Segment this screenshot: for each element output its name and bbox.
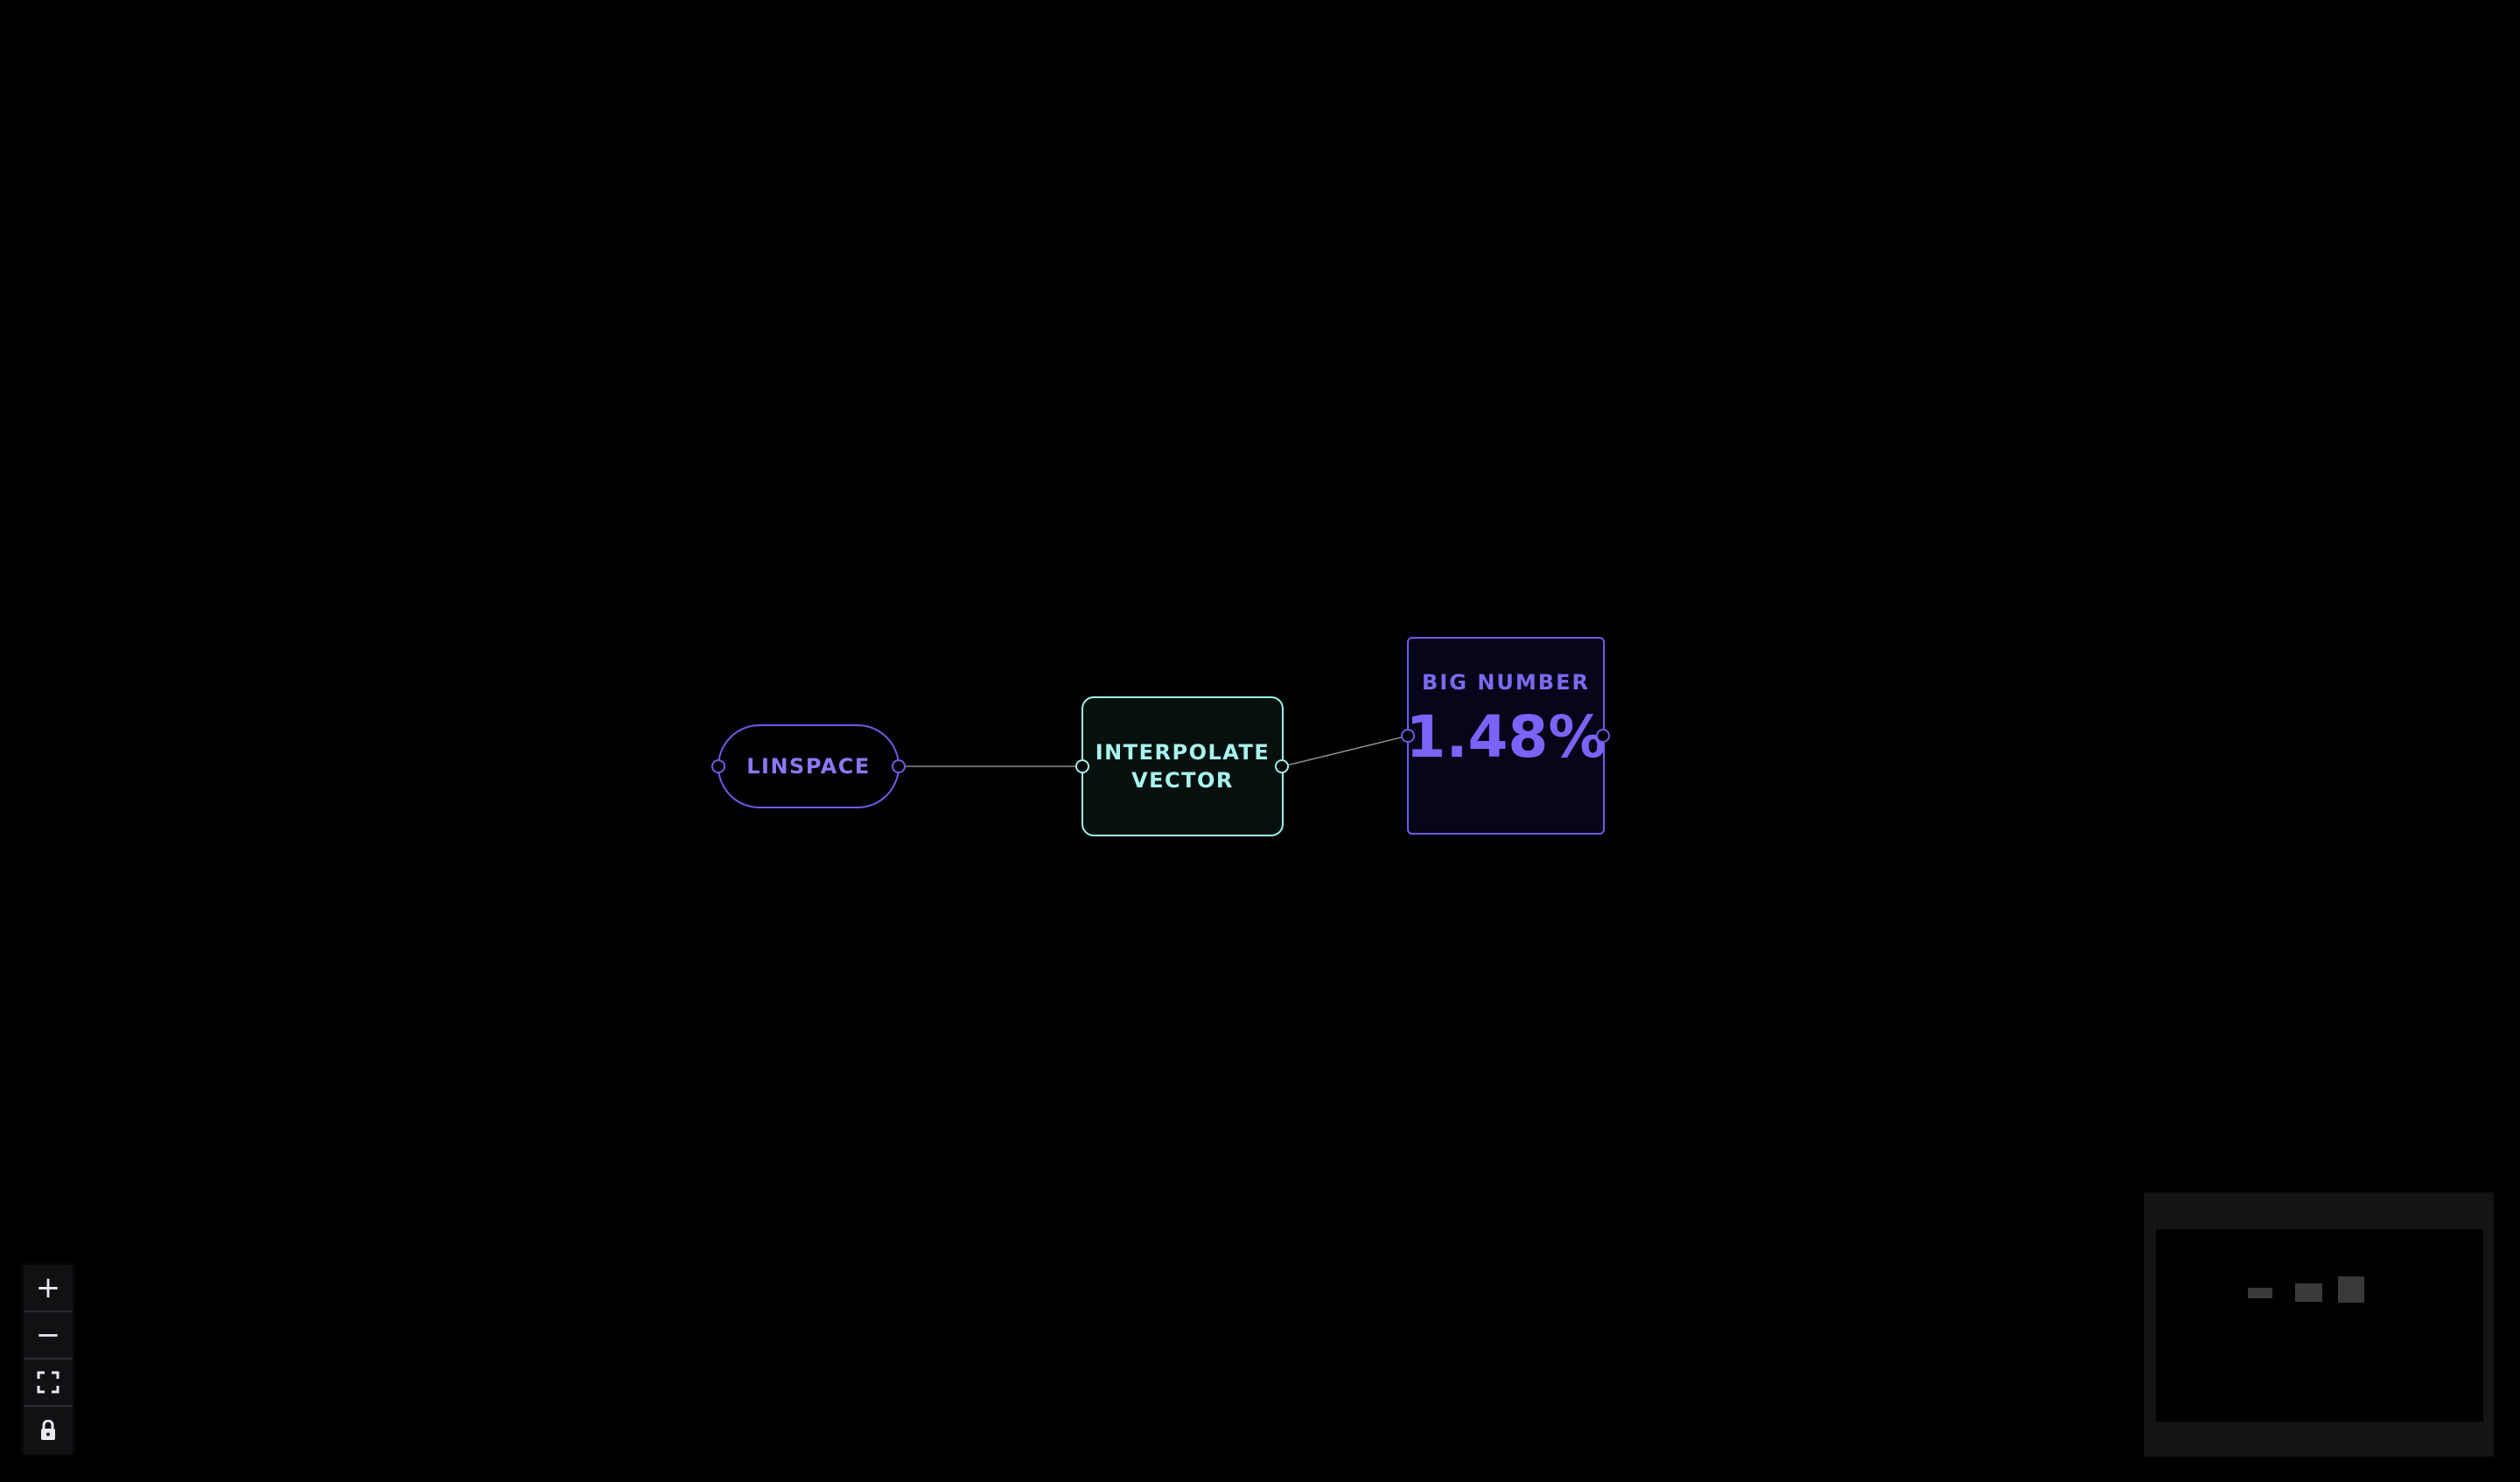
node-big-number[interactable]: BIG NUMBER 1.48% [1405,637,1606,835]
node-interpolate-label-line1: INTERPOLATE [1095,740,1270,765]
zoom-out-button[interactable]: − [24,1312,73,1360]
minimap-node-interpolate [2295,1283,2322,1302]
plus-icon: + [35,1270,61,1305]
lock-icon [41,1420,55,1440]
zoom-in-button[interactable]: + [24,1265,73,1312]
node-interpolate-vector[interactable]: INTERPOLATE VECTOR [1082,696,1284,836]
fit-view-button[interactable] [24,1360,73,1407]
node-linspace[interactable]: LINSPACE [718,724,900,808]
linspace-input-handle[interactable] [711,759,725,773]
big-number-value: 1.48% [1405,703,1606,771]
minimap[interactable] [2144,1192,2494,1457]
linspace-output-handle[interactable] [892,759,906,773]
node-linspace-label: LINSPACE [746,754,871,779]
big-number-title: BIG NUMBER [1422,670,1590,695]
minus-icon: − [35,1318,61,1353]
fit-view-icon [37,1371,60,1394]
interpolate-input-handle[interactable] [1075,759,1089,773]
big-number-output-handle[interactable] [1596,729,1610,743]
interpolate-output-handle[interactable] [1275,759,1289,773]
minimap-node-linspace [2248,1288,2272,1298]
node-interpolate-label-line2: VECTOR [1131,768,1234,793]
minimap-node-big-number [2338,1276,2364,1303]
minimap-viewport[interactable] [2156,1229,2483,1422]
flow-controls: + − [24,1265,73,1454]
lock-button[interactable] [24,1407,73,1454]
big-number-input-handle[interactable] [1401,729,1415,743]
edge-interpolate-bignumber[interactable] [1282,735,1409,767]
